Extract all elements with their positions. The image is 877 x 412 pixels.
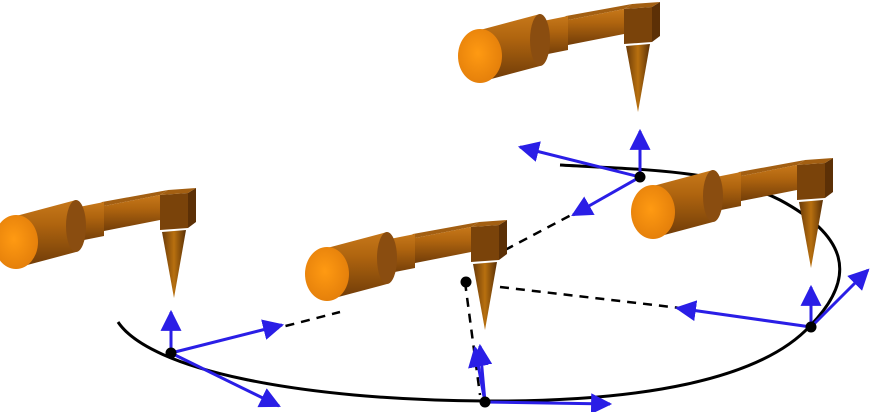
point-right xyxy=(805,321,817,333)
point-bottom xyxy=(479,396,491,408)
frame-vectors xyxy=(160,128,870,412)
point-left xyxy=(165,347,177,359)
tool-top-right xyxy=(458,2,660,112)
tool-left xyxy=(0,188,196,298)
point-top xyxy=(634,171,646,183)
point-center xyxy=(460,276,472,288)
tool-right xyxy=(631,158,833,268)
